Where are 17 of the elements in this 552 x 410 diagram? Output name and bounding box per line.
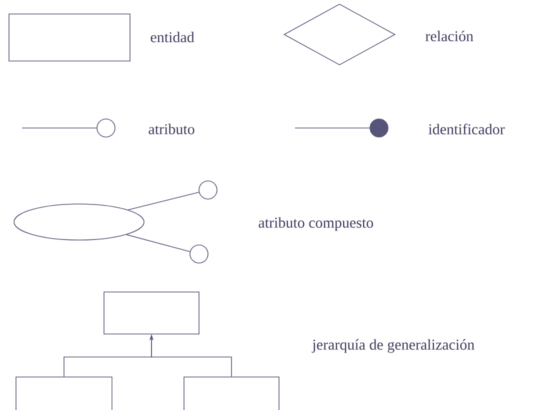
symbol-label: entidad: [150, 32, 194, 42]
attribute-circle: [190, 244, 208, 264]
entity-box: [8, 14, 130, 62]
symbol-label: atributo: [148, 124, 194, 134]
connector-line: [126, 234, 190, 252]
composite-ellipse: [14, 204, 144, 240]
attribute-circle: [96, 118, 116, 138]
connector-line: [128, 192, 200, 210]
symbol-label: jerarquía de generalización: [312, 339, 474, 353]
attribute-circle: [198, 180, 218, 200]
symbol-label: atributo compuesto: [258, 217, 374, 231]
entity-box: [104, 292, 200, 334]
symbol-label: relación: [426, 30, 474, 42]
entity-box: [16, 376, 112, 410]
entity-box: [184, 376, 280, 410]
symbol-label: identificador: [428, 124, 505, 134]
identifier-dot: [370, 118, 388, 138]
